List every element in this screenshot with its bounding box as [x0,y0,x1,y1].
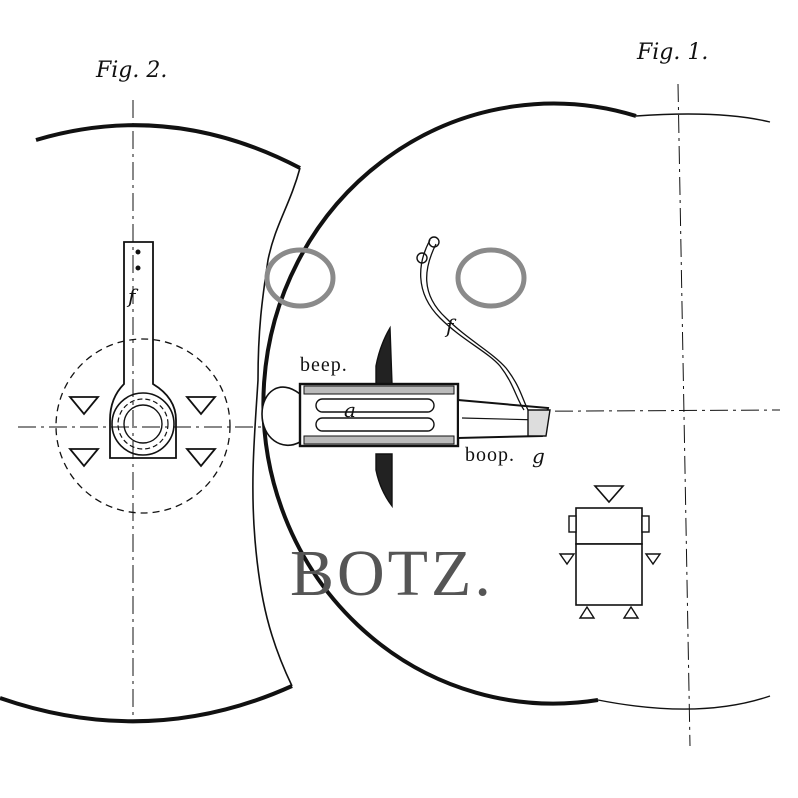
callout-beep: beep. [298,354,350,377]
robot-arm-right [644,553,662,566]
ring-icon-right-eye [455,247,527,309]
part-label-f-left: f [128,284,136,308]
triangle-icon-right-upper [185,396,217,416]
robot-arm-left [558,553,576,566]
ring-icon-left-eye [264,247,336,309]
left-disc-outline [35,123,301,170]
title-text: BOTZ. [290,537,494,610]
right-disc-arc-lower-thin [597,695,771,710]
left-key-ring-outer [111,392,175,456]
left-key-pin-top [135,249,141,255]
wire-cable [420,239,525,411]
left-disc-edge [252,167,301,687]
triangle-icon-left-lower [68,448,100,468]
mount-flange-lower [375,453,393,509]
right-disc-arc [261,101,637,706]
robot-body [575,543,643,606]
wire-clamp-lower [416,252,428,264]
cylinder-chamber-lower [315,417,435,432]
mount-flange-upper [375,325,393,385]
robot-antenna-triangle [593,485,625,504]
right-disc-arc-upper-thin [635,113,771,123]
part-label-g: g [532,444,545,468]
wire-cable-second [426,243,529,411]
nozzle-bore [461,417,541,421]
left-key-pin-mid [135,265,141,271]
left-disc-bottom [0,684,293,724]
triangle-icon-left-upper [68,396,100,416]
robot-foot-right [622,605,640,619]
cylinder-housing-top-wall [303,385,455,395]
cylinder-chamber-upper [315,398,435,413]
wire-clamp-upper [428,236,440,248]
robot-icon [558,485,662,619]
figure-label-right: Fig. 1. [637,40,709,65]
robot-foot-left [578,605,596,619]
left-bolt-circle [55,338,231,514]
right-disc-axis-v [677,83,691,747]
part-label-f-right: f [446,314,454,338]
figure-label-left: Fig. 2. [96,58,168,83]
part-label-a: a [344,398,356,422]
callout-boop: boop. [463,444,517,467]
triangle-icon-right-lower [185,448,217,468]
robot-ear-left [568,515,577,533]
nozzle-tip [527,409,551,437]
cylinder-housing-bottom-wall [303,435,455,445]
knob-head [261,386,301,447]
left-key-ring-inner [123,404,163,444]
robot-head [575,507,643,545]
robot-ear-right [641,515,650,533]
left-key-shaft [109,241,177,459]
left-key-ring-dashed [117,398,169,450]
